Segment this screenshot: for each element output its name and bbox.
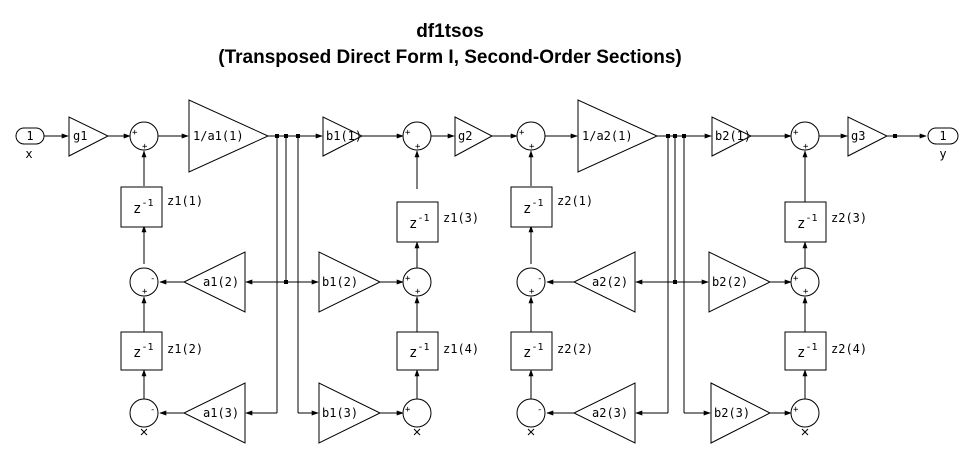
- delay-state-label: z2(2): [557, 342, 593, 356]
- sign-plus: +: [793, 405, 799, 415]
- diagram-subtitle: (Transposed Direct Form I, Second-Order …: [218, 47, 682, 68]
- sign-plus: +: [415, 142, 421, 152]
- gain-1-over-a1-1: [188, 99, 270, 173]
- gain-b1-3: [318, 382, 382, 444]
- sum-block: [516, 121, 546, 151]
- sum-block: [402, 267, 432, 297]
- input-port-number: 1: [26, 129, 33, 143]
- gain-label: b2(2): [712, 275, 748, 289]
- sum-block: [790, 121, 820, 151]
- sign-plus: +: [405, 128, 411, 138]
- output-port-number: 1: [939, 129, 946, 143]
- gain-a2-2: [572, 251, 636, 313]
- diagram-title: df1tsos: [416, 21, 484, 42]
- delay-symbol: z-1: [409, 342, 429, 361]
- delay-block-z2-4: z-1 z2(4): [784, 331, 867, 371]
- sign-plus: +: [415, 287, 421, 297]
- sign-minus: -: [537, 405, 542, 415]
- output-port-label: y: [939, 147, 946, 161]
- delay-block-z1-2: z-1 z1(2): [120, 331, 203, 371]
- delay-block-z2-2: z-1 z2(2): [510, 331, 593, 371]
- sum-block: [402, 121, 432, 151]
- sum-block: [129, 121, 159, 151]
- delay-state-label: z2(3): [831, 211, 867, 225]
- sign-plus: +: [132, 128, 138, 138]
- sign-minus: -: [537, 274, 542, 284]
- gain-label: b1(2): [322, 275, 358, 289]
- sum-block: [129, 398, 159, 428]
- input-port-label: x: [25, 147, 32, 161]
- gain-g3: [847, 116, 889, 157]
- output-port: 1 y: [927, 127, 959, 161]
- gain-label: b1(3): [322, 406, 358, 420]
- gain-label: g2: [458, 129, 472, 143]
- gain-label: g1: [73, 129, 87, 143]
- delay-symbol: z-1: [409, 213, 429, 232]
- sign-plus: +: [529, 287, 535, 297]
- gain-label: 1/a2(1): [582, 129, 633, 143]
- sum-block: [129, 267, 159, 297]
- gain-b2-1: [711, 116, 753, 157]
- gain-label: b2(1): [715, 129, 751, 143]
- delay-state-label: z2(4): [831, 342, 867, 356]
- gain-g2: [454, 116, 494, 157]
- gain-a1-3: [182, 382, 246, 444]
- gain-label: b2(3): [714, 406, 750, 420]
- delay-symbol: z-1: [797, 342, 817, 361]
- gain-1-over-a2-1: [577, 99, 659, 173]
- delay-symbol: z-1: [523, 198, 543, 217]
- input-port: 1 x: [15, 127, 45, 161]
- delay-block-z2-3: z-1 z2(3): [784, 201, 867, 243]
- sum-block: [402, 398, 432, 428]
- gain-label: 1/a1(1): [193, 129, 244, 143]
- gain-b2-3: [710, 382, 772, 444]
- delay-symbol: z-1: [133, 342, 153, 361]
- delay-state-label: z1(3): [443, 211, 479, 225]
- gain-label: a1(2): [203, 275, 239, 289]
- gain-label: b1(1): [326, 129, 362, 143]
- sign-plus: +: [793, 128, 799, 138]
- delay-symbol: z-1: [133, 198, 153, 217]
- sum-block: [516, 267, 546, 297]
- gain-b1-1: [322, 116, 364, 157]
- gain-g1: [68, 116, 110, 157]
- sum-block: [790, 398, 820, 428]
- delay-state-label: z1(2): [167, 342, 203, 356]
- gain-a2-3: [572, 382, 636, 444]
- sign-plus: +: [793, 274, 799, 284]
- delay-state-label: z1(1): [167, 194, 203, 208]
- delay-state-label: z2(1): [557, 194, 593, 208]
- delay-block-z1-4: z-1 z1(4): [396, 331, 479, 371]
- sign-plus: +: [405, 405, 411, 415]
- sign-plus: +: [803, 142, 809, 152]
- gain-label: a2(3): [592, 406, 628, 420]
- gain-label: g3: [851, 129, 865, 143]
- sign-plus: +: [529, 142, 535, 152]
- delay-block-z2-1: z-1 z2(1): [510, 186, 593, 228]
- delay-block-z1-3: z-1 z1(3): [396, 201, 479, 243]
- sign-plus: +: [405, 274, 411, 284]
- sign-minus: -: [150, 405, 155, 415]
- gain-label: a2(2): [592, 275, 628, 289]
- delay-state-label: z1(4): [443, 342, 479, 356]
- gain-b1-2: [318, 251, 382, 313]
- gain-label: a1(3): [203, 406, 239, 420]
- sign-minus: -: [150, 274, 155, 284]
- gain-b2-2: [708, 251, 772, 313]
- sum-block: [790, 267, 820, 297]
- sign-plus: +: [142, 142, 148, 152]
- sign-plus: +: [142, 287, 148, 297]
- gain-a1-2: [182, 251, 246, 313]
- delay-symbol: z-1: [523, 342, 543, 361]
- delay-block-z1-1: z-1 z1(1): [120, 186, 203, 228]
- sign-plus: +: [519, 128, 525, 138]
- delay-symbol: z-1: [797, 213, 817, 232]
- sign-plus: +: [803, 287, 809, 297]
- sum-block: [516, 398, 546, 428]
